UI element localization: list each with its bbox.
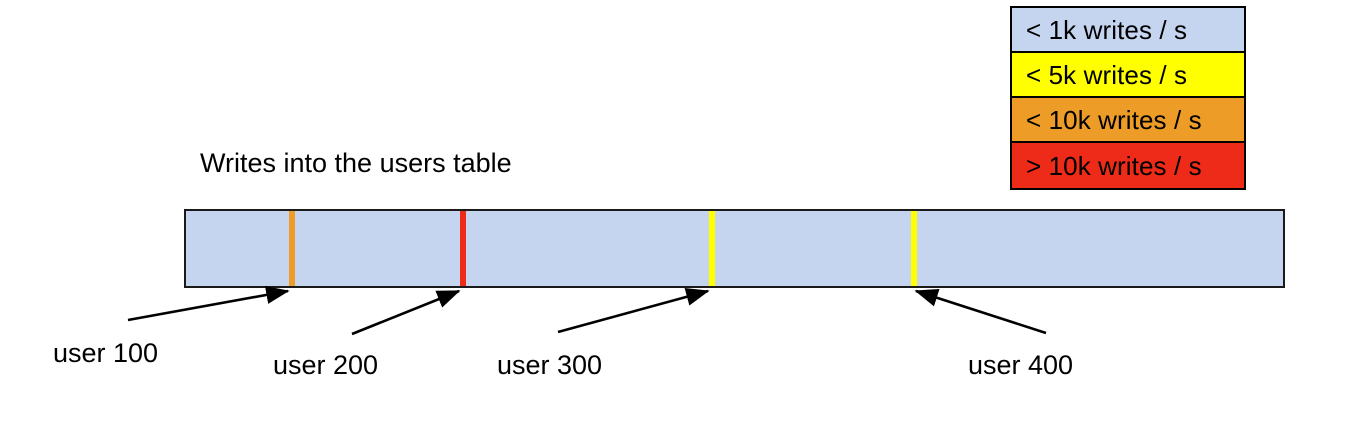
legend: < 1k writes / s < 5k writes / s < 10k wr… (1010, 6, 1246, 190)
legend-item-under-5k: < 5k writes / s (1012, 53, 1244, 98)
legend-item-under-10k: < 10k writes / s (1012, 98, 1244, 143)
segment-marker-user-400 (911, 211, 917, 286)
annotation-label-user-100: user 100 (53, 338, 159, 368)
segment-marker-user-100 (289, 211, 295, 286)
annotation-arrow-user-100 (127, 285, 290, 322)
segment-marker-user-300 (709, 211, 715, 286)
legend-item-over-10k: > 10k writes / s (1012, 143, 1244, 188)
annotation-label-user-400: user 400 (968, 350, 1074, 380)
annotation-label-user-200: user 200 (273, 350, 379, 380)
legend-item-under-1k: < 1k writes / s (1012, 8, 1244, 53)
annotation-arrow-user-200 (351, 289, 461, 336)
legend-item-label: < 5k writes / s (1026, 59, 1188, 90)
legend-item-label: < 10k writes / s (1026, 104, 1202, 135)
annotation-label-user-300: user 300 (497, 350, 603, 380)
legend-item-label: < 1k writes / s (1026, 14, 1188, 45)
annotation-arrow-user-400 (914, 289, 1047, 335)
legend-item-label: > 10k writes / s (1026, 150, 1202, 181)
chart-title: Writes into the users table (200, 148, 512, 178)
users-table-bar (184, 209, 1285, 288)
annotation-arrow-user-300 (557, 287, 710, 334)
segment-marker-user-200 (460, 211, 466, 286)
